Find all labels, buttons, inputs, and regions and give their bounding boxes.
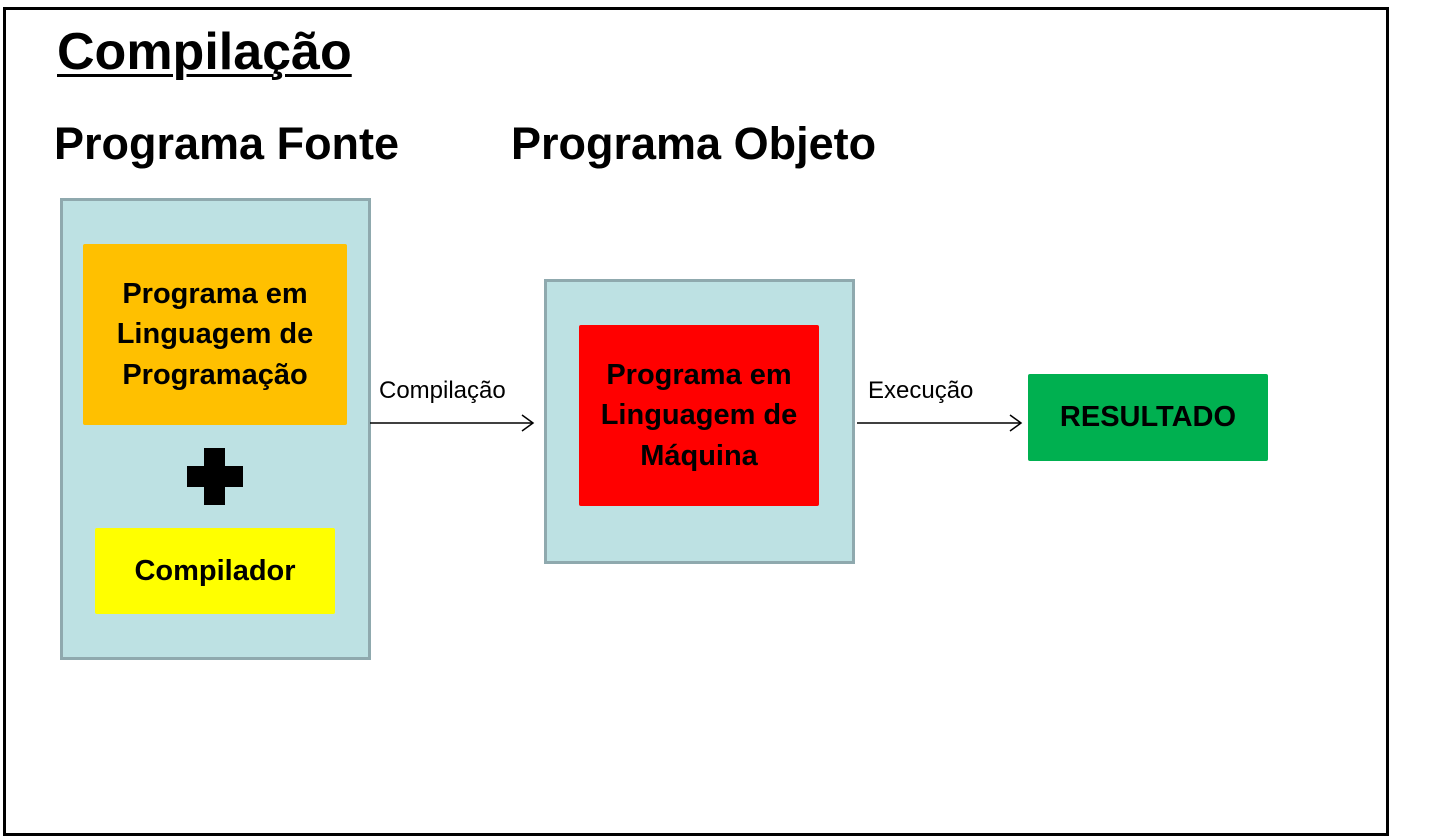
machine-language-label: Programa em Linguagem de Máquina bbox=[600, 359, 798, 472]
edge-execute-arrowhead bbox=[1009, 414, 1023, 432]
edge-label-execute: Execução bbox=[868, 377, 974, 404]
result-box: RESULTADO bbox=[1028, 374, 1268, 461]
compiler-label: Compilador bbox=[134, 554, 296, 587]
edge-label-compile: Compilação bbox=[379, 377, 506, 404]
heading-object-program: Programa Objeto bbox=[511, 118, 877, 169]
diagram-title: Compilação bbox=[57, 23, 352, 81]
programming-language-label: Programa em Linguagem de Programação bbox=[116, 278, 314, 391]
edge-compile-arrowhead bbox=[521, 414, 535, 432]
result-label: RESULTADO bbox=[1059, 401, 1237, 433]
programming-language-box: Programa em Linguagem de Programação bbox=[83, 244, 347, 425]
machine-language-box: Programa em Linguagem de Máquina bbox=[579, 325, 819, 506]
compiler-box: Compilador bbox=[95, 528, 335, 614]
heading-source-program: Programa Fonte bbox=[54, 118, 400, 169]
